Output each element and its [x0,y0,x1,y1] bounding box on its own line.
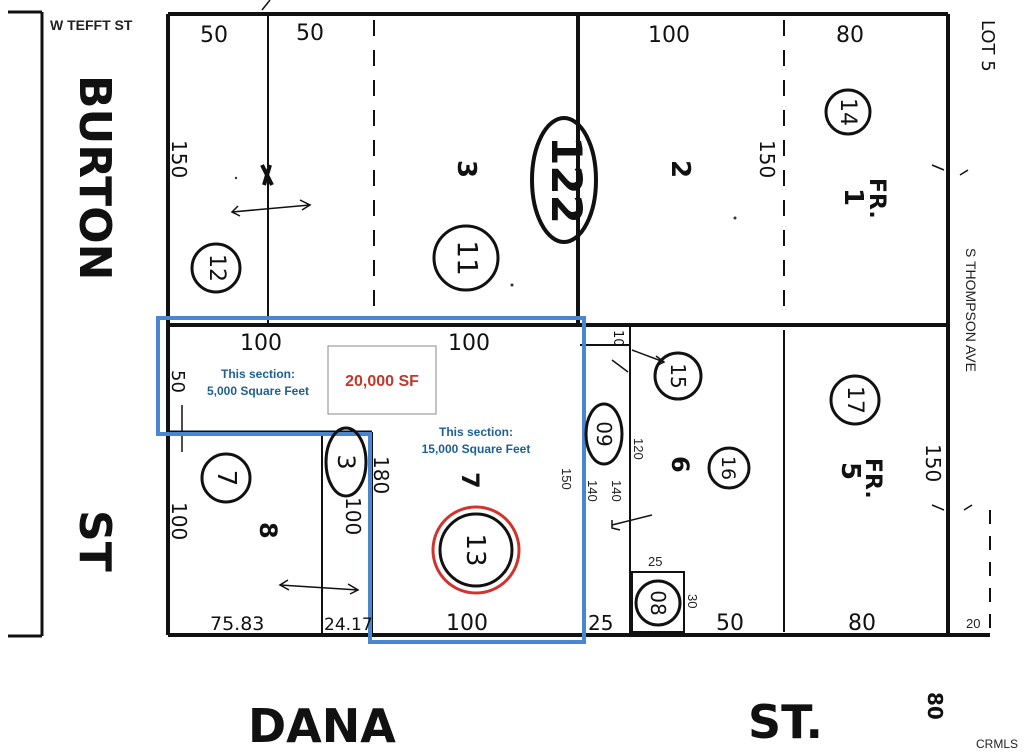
dim-bot-50: 50 [716,611,744,636]
dim-row2-10: 10 [610,330,625,347]
total-area-label: 20,000 SF [345,373,419,390]
dim-east-150: 150 [921,444,945,482]
lot-1: 1 [838,188,868,206]
parcel-circles [190,88,881,627]
street-dana: DANA [248,699,396,752]
dim-box-25: 25 [648,554,662,569]
parcel-14: 14 [835,98,860,126]
dim-lot6-140: 140 [609,480,624,502]
lot-fr-1: FR. [864,178,889,219]
dim-bot-25: 25 [588,611,613,635]
dim-left-150: 150 [167,140,191,178]
dim-top-50a: 50 [200,23,228,48]
dim-lot7-180: 180 [369,456,393,494]
dim-lot09-140: 140 [585,480,600,502]
highlighted-parcel-outline [156,316,586,644]
section-a-line2: 5,000 Square Feet [207,384,309,398]
dim-mid-150: 150 [755,140,779,178]
highlight-circle-13 [431,505,521,595]
parcel-11: 11 [451,240,484,276]
dim-top-50b: 50 [296,21,324,46]
parcel-7: 7 [211,470,241,487]
lot-7: 7 [456,472,484,489]
dim-box-30: 30 [685,594,700,608]
dim-bot-2417: 24.17 [324,615,373,635]
parcel-16: 16 [717,456,739,480]
block-number: 122 [542,136,591,224]
lot-8: 8 [254,522,282,539]
street-s-thompson: S THOMPSON AVE [963,248,979,372]
parcel-15: 15 [666,363,690,388]
street-dana-st: ST. [748,695,823,749]
dim-top-100: 100 [648,23,690,48]
crmls-watermark: CRMLS [976,737,1018,751]
lot-6: 6 [666,456,694,473]
dim-bot-7583: 75.83 [210,613,264,635]
section-b-line1: This section: [439,425,513,439]
parcel-13: 13 [460,533,490,566]
dim-right-80: 80 [923,692,947,720]
burton-street-bracket [8,10,44,638]
parcel-3: 3 [332,454,360,469]
parcel-numbers: 12 11 14 15 17 7 3 13 09 16 08 [204,98,867,616]
lot-3: 3 [451,160,481,178]
dim-row2-100a: 100 [240,331,282,356]
total-area-box [327,345,437,415]
parcel-12: 12 [204,254,229,282]
street-burton-st: ST [69,510,120,572]
street-w-tefft: W TEFFT ST [50,17,133,33]
section-a-line1: This section: [221,367,295,381]
lot-2: 2 [665,160,695,178]
arrow-marks [181,164,973,595]
lot-5: 5 [835,462,865,480]
dim-top-80: 80 [836,23,864,48]
east-lot-label: LOT 5 [977,20,998,72]
dim-lot3-100: 100 [341,497,365,535]
dimension-labels: 50 50 100 80 150 150 100 100 50 10 100 1… [167,21,980,720]
dim-bot-80: 80 [848,611,876,636]
dim-bot-100: 100 [446,611,488,636]
dim-lot8-100: 100 [167,502,191,540]
dim-row2-50: 50 [167,370,188,393]
block-boundary [166,12,990,637]
survey-dots [234,176,737,287]
section-b-line2: 15,000 Square Feet [422,442,531,456]
dim-bot-20: 20 [966,616,980,631]
lot-fr-5: FR. [860,458,885,499]
dim-lot6-120: 120 [631,438,646,460]
dim-lot7-150: 150 [559,468,574,490]
lot-numbers: 3 2 FR. 1 8 7 6 FR. 5 [254,160,889,539]
parcel-17: 17 [842,386,867,414]
block-number-oval [530,116,598,244]
dim-row2-100b: 100 [448,331,490,356]
street-burton: BURTON [69,75,120,280]
parcel-08: 08 [646,590,670,615]
parcel-09: 09 [592,421,616,446]
